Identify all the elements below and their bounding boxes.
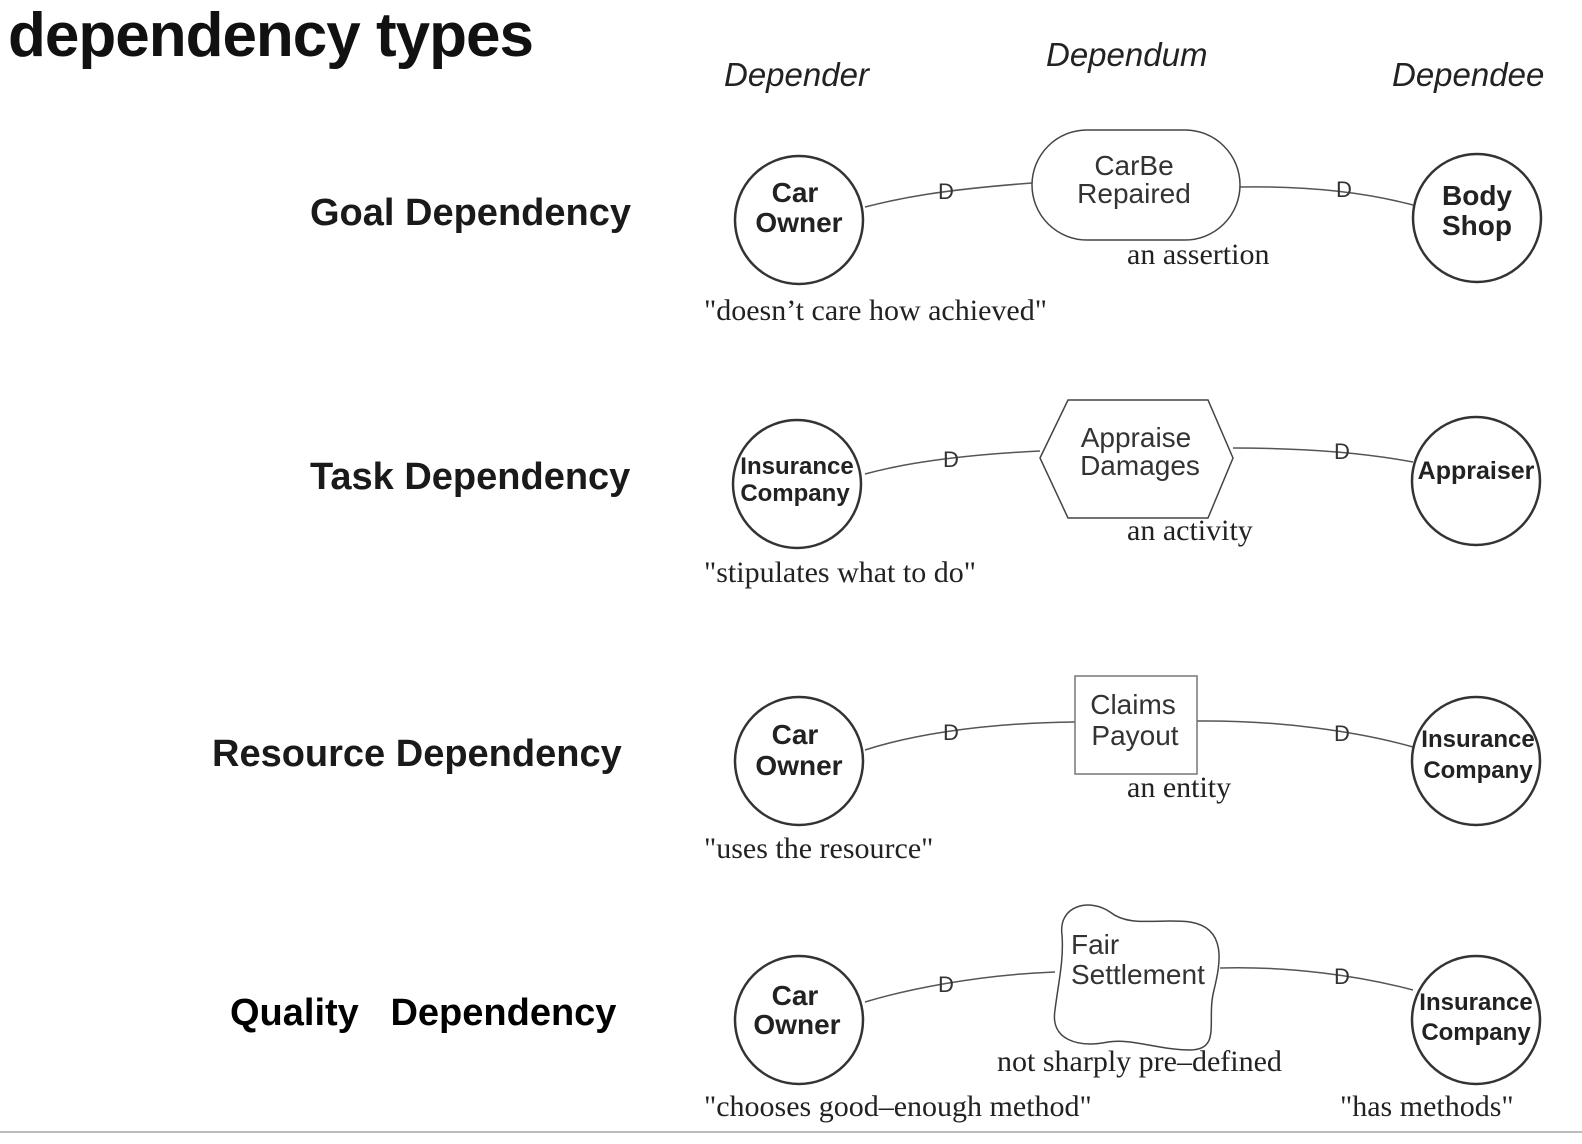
row-label-task: Task Dependency: [310, 456, 631, 498]
dependum-label-line: Fair: [1071, 929, 1119, 960]
task-dependency-row: D D Insurance Company Appraise Damages A…: [704, 399, 1542, 589]
row-label-resource: Resource Dependency: [212, 733, 622, 775]
quality-dependency-row: D D Car Owner Fair Settlement Insurance …: [704, 904, 1542, 1123]
depender-link-line: [864, 450, 1041, 475]
actor-label-line: Insurance: [1421, 726, 1534, 753]
dependency-marker: D: [1334, 439, 1350, 464]
dependee-actor: Body Shop: [1411, 152, 1543, 284]
actor-label-line: Shop: [1442, 210, 1512, 241]
dependum-label-line: Damages: [1080, 450, 1200, 481]
dependee-actor: Insurance Company: [1410, 954, 1542, 1086]
depender-actor: Insurance Company: [731, 418, 863, 550]
dependum-label-line: Repaired: [1077, 178, 1191, 209]
dependency-marker: D: [943, 447, 959, 472]
row-label-quality: Quality Dependency: [230, 992, 617, 1034]
dependency-marker: D: [938, 972, 954, 997]
dependee-actor: Insurance Company: [1410, 695, 1542, 827]
column-header-dependum: Dependum: [1046, 36, 1208, 73]
depender-note: "doesn’t care how achieved": [704, 294, 1047, 327]
dependum-kind-note: not sharply pre–defined: [997, 1045, 1282, 1078]
depender-link-line: [864, 721, 1076, 751]
actor-label-line: Owner: [755, 750, 842, 781]
dependee-link-line: [1219, 967, 1414, 991]
page-title: dependency types: [8, 1, 534, 70]
actor-label-line: Car: [772, 719, 819, 750]
actor-label-line: Appraiser: [1418, 457, 1535, 485]
dependee-note: "has methods": [1340, 1090, 1514, 1123]
dependency-marker: D: [938, 179, 954, 204]
depender-note: "stipulates what to do": [704, 556, 976, 589]
actor-label-line: Company: [1423, 757, 1533, 784]
actor-label-line: Company: [1421, 1019, 1531, 1046]
actor-label-line: Owner: [753, 1009, 840, 1040]
actor-label-line: Insurance: [740, 453, 853, 480]
goal-dependency-row: D D Car Owner CarBe Repaired Body Shop a…: [704, 129, 1543, 327]
dependency-marker: D: [1336, 177, 1352, 202]
dependency-marker: D: [943, 720, 959, 745]
actor-label-line: Company: [740, 480, 850, 507]
actor-label-line: Insurance: [1419, 989, 1532, 1016]
depender-note: "chooses good–enough method": [704, 1090, 1092, 1123]
depender-actor: Car Owner: [733, 154, 865, 286]
resource-dependency-row: D D Car Owner Claims Payout Insurance Co…: [704, 675, 1542, 865]
dependum-label-line: Appraise: [1081, 422, 1192, 453]
column-header-dependee: Dependee: [1392, 56, 1545, 93]
depender-link-line: [864, 182, 1033, 208]
column-header-depender: Depender: [724, 56, 869, 93]
dependee-actor: Appraiser: [1410, 415, 1542, 547]
dependum-label-line: Settlement: [1071, 959, 1205, 990]
dependum-label-line: Payout: [1091, 720, 1178, 751]
depender-actor: Car Owner: [733, 695, 865, 827]
actor-label-line: Owner: [755, 207, 842, 238]
dependency-marker: D: [1334, 964, 1350, 989]
dependum-label-line: CarBe: [1094, 150, 1173, 181]
depender-actor: Car Owner: [733, 954, 865, 1086]
dependum-kind-note: an activity: [1127, 514, 1253, 547]
row-label-goal: Goal Dependency: [310, 192, 631, 234]
actor-label-line: Car: [772, 177, 819, 208]
dependum-kind-note: an assertion: [1127, 238, 1269, 271]
depender-note: "uses the resource": [704, 832, 933, 865]
dependee-link-line: [1196, 720, 1414, 748]
dependum-kind-note: an entity: [1127, 771, 1231, 804]
dependee-link-line: [1239, 186, 1414, 206]
depender-link-line: [864, 971, 1056, 1003]
bottom-divider: [0, 1131, 1582, 1133]
quality-dependum: Fair Settlement: [1053, 904, 1220, 1051]
resource-dependum: Claims Payout: [1074, 675, 1198, 775]
dependee-link-line: [1232, 447, 1414, 463]
dependum-label-line: Claims: [1090, 689, 1176, 720]
actor-label-line: Body: [1442, 180, 1512, 211]
actor-label-line: Car: [772, 980, 819, 1011]
dependency-marker: D: [1334, 721, 1350, 746]
task-dependum: Appraise Damages: [1039, 399, 1234, 519]
goal-dependum: CarBe Repaired: [1031, 129, 1241, 241]
